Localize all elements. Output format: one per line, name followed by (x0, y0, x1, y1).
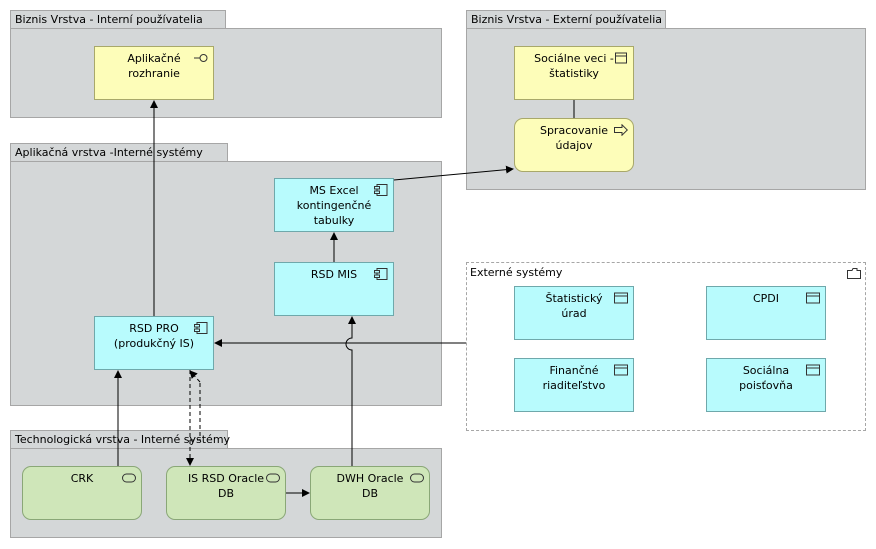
group-label: Technologická vrstva - Interné systémy (15, 433, 231, 446)
element-label: Finančné riaditeľstvo (542, 364, 606, 392)
element-dwh-oracle-db[interactable]: DWH Oracle DB (310, 466, 430, 520)
application-collaboration-icon (614, 292, 628, 304)
group-label: Biznis Vrstva - Interní používatelia (15, 13, 203, 26)
component-icon (374, 268, 388, 280)
group-label: Aplikačná vrstva -Interné systémy (15, 146, 203, 159)
group-tab-tech-internal[interactable]: Technologická vrstva - Interné systémy (10, 430, 231, 449)
application-collaboration-icon (806, 292, 820, 304)
folder-icon (847, 268, 861, 279)
interface-icon (194, 54, 208, 62)
element-ms-excel[interactable]: MS Excel kontingenčné tabulky (274, 178, 394, 232)
group-tab-app-internal[interactable]: Aplikačná vrstva -Interné systémy (10, 143, 228, 162)
element-label: CRK (70, 472, 94, 485)
element-label: Spracovanie údajov (539, 124, 609, 152)
application-collaboration-icon (614, 364, 628, 376)
element-aplikacne-rozhranie[interactable]: Aplikačné rozhranie (94, 46, 214, 100)
element-label: MS Excel kontingenčné tabulky (296, 184, 372, 227)
element-label: Štatistický úrad (545, 292, 603, 320)
element-rsd-mis[interactable]: RSD MIS (274, 262, 394, 316)
group-biz-internal[interactable] (10, 28, 442, 118)
component-icon (374, 184, 388, 196)
business-object-icon (615, 52, 627, 64)
group-label: Biznis Vrstva - Externí používatelia (471, 13, 663, 26)
element-label: CPDI (752, 292, 780, 305)
system-software-icon (122, 473, 136, 483)
element-socialne-veci[interactable]: Sociálne veci - štatistiky (514, 46, 634, 100)
component-icon (194, 322, 208, 334)
system-software-icon (266, 473, 280, 483)
element-spracovanie-udajov[interactable]: Spracovanie údajov (514, 118, 634, 172)
group-tab-biz-external[interactable]: Biznis Vrstva - Externí používatelia (466, 10, 666, 29)
system-software-icon (410, 473, 424, 483)
group-tab-biz-internal[interactable]: Biznis Vrstva - Interní používatelia (10, 10, 226, 29)
element-crk[interactable]: CRK (22, 466, 142, 520)
process-icon (614, 124, 628, 136)
element-label: DWH Oracle DB (336, 472, 404, 500)
element-cpdi[interactable]: CPDI (706, 286, 826, 340)
element-label: RSD PRO (produkčný IS) (113, 322, 195, 350)
group-label: Externé systémy (470, 266, 563, 279)
element-label: RSD MIS (310, 268, 358, 281)
element-financne-riaditelstvo[interactable]: Finančné riaditeľstvo (514, 358, 634, 412)
element-label: IS RSD Oracle DB (187, 472, 265, 500)
element-socialna-poistovna[interactable]: Sociálna poisťovňa (706, 358, 826, 412)
application-collaboration-icon (806, 364, 820, 376)
element-rsd-pro[interactable]: RSD PRO (produkčný IS) (94, 316, 214, 370)
element-label: Aplikačné rozhranie (127, 52, 181, 80)
element-label: Sociálna poisťovňa (739, 364, 793, 392)
element-is-rsd-oracle-db[interactable]: IS RSD Oracle DB (166, 466, 286, 520)
element-statisticky-urad[interactable]: Štatistický úrad (514, 286, 634, 340)
element-label: Sociálne veci - štatistiky (534, 52, 614, 80)
